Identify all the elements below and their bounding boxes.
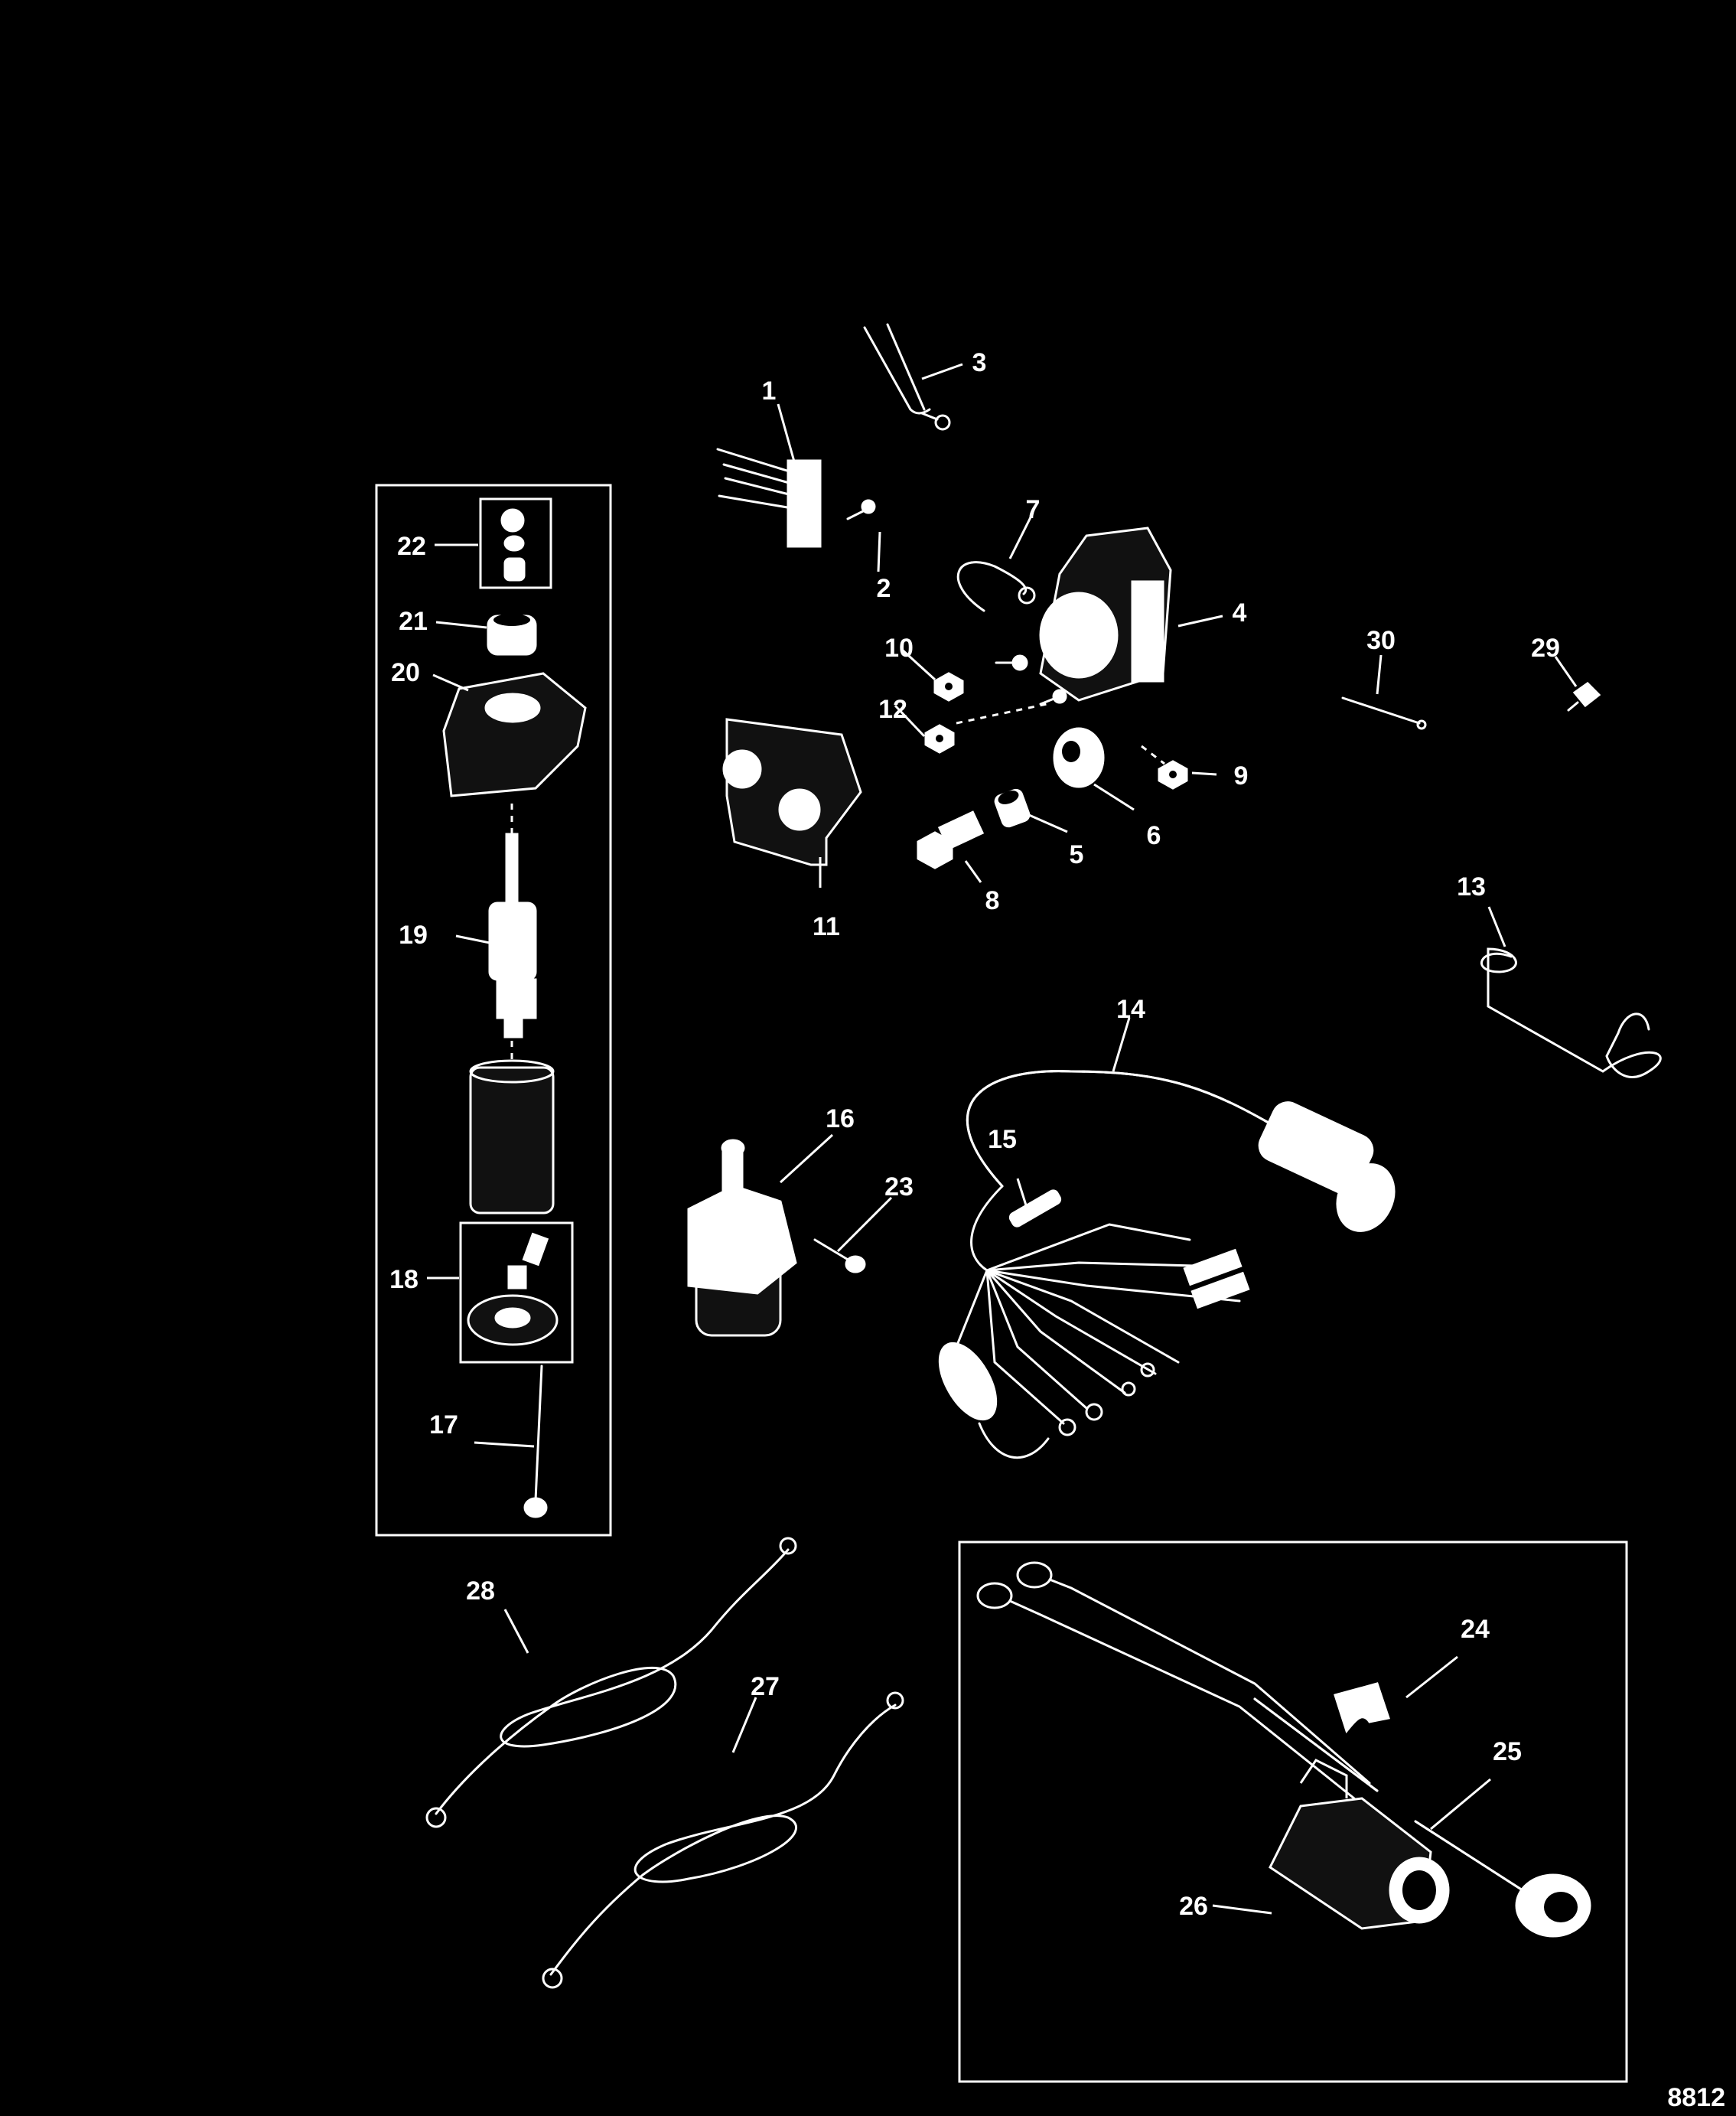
callout-7: 7: [1026, 495, 1041, 524]
callout-4: 4: [1233, 598, 1247, 628]
part-1-terminal-block: [716, 448, 822, 548]
callout-10: 10: [884, 634, 914, 663]
callout-5: 5: [1070, 840, 1084, 869]
callout-22: 22: [397, 532, 426, 561]
callout-9: 9: [1234, 761, 1249, 791]
battery-cable-group-box: [958, 1541, 1628, 2083]
part-6-grommet: [1053, 727, 1105, 788]
callout-2: 2: [877, 574, 891, 603]
callout-26: 26: [1179, 1892, 1208, 1921]
part-16-starter-motor: [687, 1139, 797, 1337]
part-22-brush-kit: [500, 508, 526, 582]
part-8-bolt: [917, 810, 985, 869]
callout-25: 25: [1493, 1737, 1522, 1766]
part-17-thru-bolt: [523, 1364, 548, 1518]
part-5-sleeve: [994, 788, 1031, 828]
part-27-cable: [542, 1691, 904, 1989]
part-28-cable: [425, 1537, 797, 1828]
callout-20: 20: [391, 658, 420, 687]
callout-21: 21: [399, 607, 428, 636]
starter-motor-group-box: [375, 484, 612, 1537]
part-4-solenoid: [995, 527, 1172, 706]
part-19-armature: [488, 833, 537, 1038]
callout-6: 6: [1147, 821, 1161, 850]
callout-27: 27: [751, 1672, 780, 1701]
callout-17: 17: [429, 1410, 458, 1439]
brush-kit-box-22: [479, 497, 552, 589]
callout-23: 23: [884, 1172, 914, 1201]
part-18-brush-plate: [467, 1232, 559, 1346]
callout-24: 24: [1461, 1615, 1490, 1644]
callout-3: 3: [972, 348, 987, 377]
callout-1: 1: [762, 377, 777, 406]
part-7-lead: [956, 561, 1036, 612]
part-13-wire-spring: [1480, 947, 1662, 1078]
part-12-nut: [924, 724, 955, 754]
callout-18: 18: [389, 1265, 419, 1294]
part-29-terminal: [1567, 682, 1601, 712]
part-2-screw: [846, 499, 876, 520]
callout-16: 16: [826, 1104, 855, 1133]
callout-30: 30: [1366, 626, 1396, 655]
part-25-battery-cables: [976, 1561, 1591, 1938]
callout-29: 29: [1531, 634, 1560, 663]
callout-28: 28: [466, 1576, 495, 1606]
part-15-fuse: [1008, 1189, 1062, 1228]
callout-15: 15: [988, 1125, 1017, 1154]
callout-19: 19: [399, 921, 428, 950]
part-14-harness: [938, 1070, 1396, 1459]
part-21-bushing: [487, 614, 537, 656]
part-20-end-cap: [442, 672, 587, 797]
callout-12: 12: [878, 695, 907, 724]
part-10-nut: [933, 672, 964, 702]
part-9-nut: [1158, 760, 1188, 790]
figure-number: 8812: [1667, 2083, 1725, 2112]
part-frame-housing: [469, 1059, 555, 1214]
part-23-bolt: [813, 1238, 866, 1273]
part-24-clip: [1334, 1682, 1390, 1734]
callout-14: 14: [1116, 995, 1145, 1024]
part-26-cable-holder: [1269, 1759, 1450, 1930]
callout-13: 13: [1457, 872, 1486, 902]
part-3-lead: [863, 323, 951, 431]
leader-lines: [427, 363, 1578, 1915]
part-30-pin: [1341, 696, 1427, 730]
callout-8: 8: [985, 886, 1000, 915]
part-11-bracket: [722, 718, 862, 866]
brush-plate-box-18: [459, 1221, 574, 1364]
callout-11: 11: [813, 912, 840, 941]
